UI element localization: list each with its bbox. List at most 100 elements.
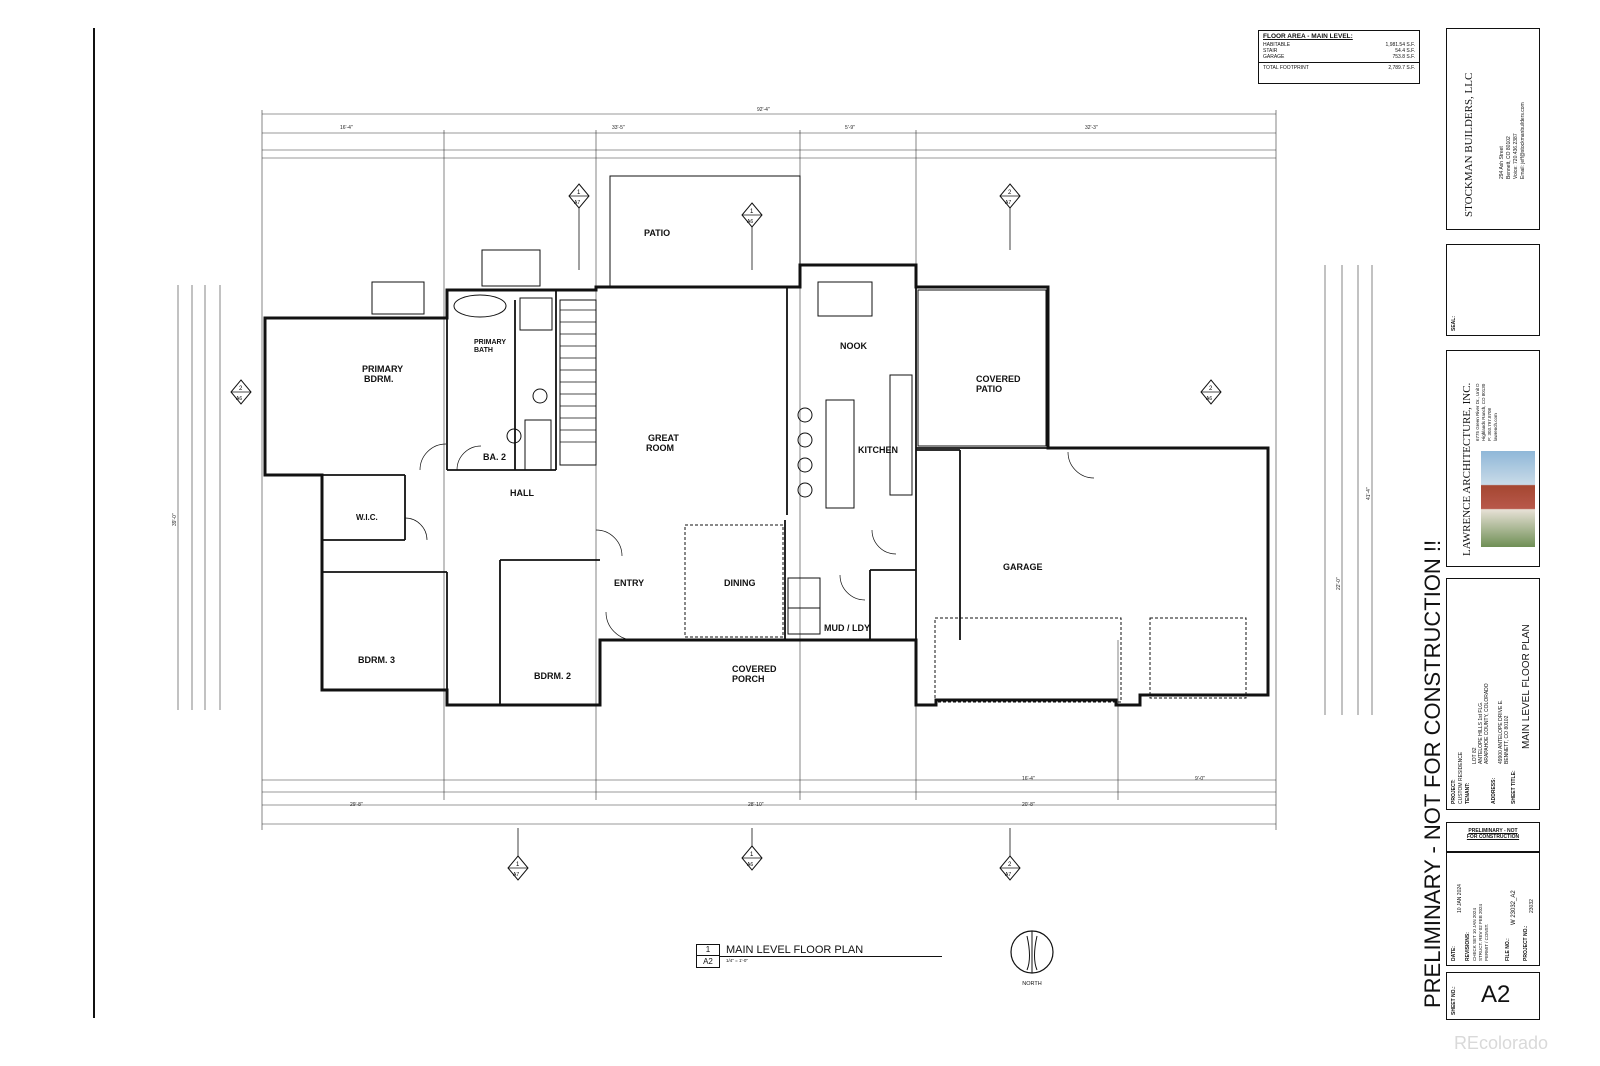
date-label: DATE: — [1451, 946, 1457, 961]
revision-line: PERMIT / CONST. — [1484, 923, 1489, 961]
area-total-value: 2,789.7 S.F. — [1388, 65, 1415, 71]
plan-number: 1 — [697, 945, 719, 956]
room-entry: ENTRY — [614, 578, 644, 588]
room-covered-patio-1: COVERED — [976, 374, 1021, 384]
room-labels: PATIO PRIMARY BDRM. PRIMARY BATH NOOK CO… — [356, 228, 1043, 684]
section-sheet: A7 — [1005, 872, 1011, 878]
project-no-label: PROJECT NO.: — [1523, 925, 1529, 961]
floor-area-table: FLOOR AREA - MAIN LEVEL: HABITABLE 1,981.… — [1258, 30, 1420, 84]
project-no-value: 23032 — [1529, 899, 1535, 913]
dimension-labels: 92'-4" 16'-4" 33'-5" 5'-9" 32'-3" 29'-8"… — [172, 107, 1372, 808]
revisions-label: REVISIONS: — [1465, 932, 1471, 961]
tenant-label: TENANT: — [1465, 782, 1471, 804]
area-value: 1,981.54 S.F. — [1385, 42, 1415, 48]
dimension-lines — [177, 110, 1373, 830]
room-garage: GARAGE — [1003, 562, 1043, 572]
architect-phone: P: 303.797.8708 — [1487, 407, 1492, 441]
section-num: 1 — [516, 862, 520, 868]
project-value: CUSTOM RESIDENCE — [1458, 751, 1464, 804]
section-num: 1 — [577, 190, 581, 196]
architect-address: 6775 Green River Dr., Unit D — [1475, 383, 1480, 441]
builder-city: Bennett, CO 80102 — [1506, 136, 1512, 179]
room-covered-porch-1: COVERED — [732, 664, 777, 674]
north-arrow-icon — [1010, 930, 1054, 974]
revision-line: CHECK SET 10 JAN 2024 — [1472, 908, 1477, 961]
revision-line: STRUCT. REV 02 FEB 2024 — [1478, 903, 1483, 961]
dim-top-mid: 33'-5" — [612, 125, 625, 131]
sheet-number: A2 — [1481, 981, 1511, 1008]
section-sheet: A6 — [747, 862, 753, 868]
patio-outline — [371, 175, 1247, 703]
room-bdrm3: BDRM. 3 — [358, 655, 395, 665]
section-num: 1 — [750, 852, 754, 858]
section-sheet: A7 — [513, 872, 519, 878]
area-total-label: TOTAL FOOTPRINT — [1263, 65, 1309, 71]
sheet-number-block: SHEET NO.: A2 — [1446, 972, 1540, 1020]
architect-web: lawrench.com — [1493, 413, 1498, 441]
room-hall: HALL — [510, 488, 534, 498]
north-arrow: NORTH — [1008, 928, 1056, 990]
plan-scale: 1/4" = 1'-0" — [726, 958, 748, 963]
address-line-2: BENNETT, CO 80102 — [1504, 715, 1510, 764]
seal-label: SEAL: — [1451, 316, 1457, 331]
room-covered-porch-2: PORCH — [732, 674, 765, 684]
section-mark: 2 A7 — [999, 855, 1021, 881]
area-value: 753.8 S.F. — [1392, 54, 1415, 60]
section-markers: 1 A7 1 A6 2 A7 2 A6 — [230, 183, 1222, 881]
revisions-block: DATE: 10 JAN 2024 REVISIONS: CHECK SET 1… — [1446, 852, 1540, 966]
north-label: NORTH — [1022, 981, 1042, 987]
architect-name: LAWRENCE ARCHITECTURE, INC. — [1461, 382, 1473, 556]
dim-garage-door-2: 9'-0" — [1195, 776, 1205, 782]
dim-garage-depth: 22'-0" — [1336, 577, 1342, 590]
county-line: ARAPAHOE COUNTY, COLORADO — [1484, 683, 1490, 764]
architect-block: LAWRENCE ARCHITECTURE, INC. 6775 Green R… — [1446, 350, 1540, 567]
stamp-block: PRELIMINARY - NOT FOR CONSTRUCTION — [1446, 822, 1540, 852]
file-value: W 23032_A2 — [1511, 890, 1517, 925]
area-label: HABITABLE — [1263, 42, 1291, 48]
door-swings — [404, 443, 1095, 641]
room-mud-ldy: MUD / LDY — [824, 623, 870, 633]
dim-top-right: 32'-3" — [1085, 125, 1098, 131]
section-mark: 2 A6 — [1200, 379, 1222, 405]
dim-right-depth: 41'-4" — [1366, 487, 1372, 500]
floor-area-title: FLOOR AREA - MAIN LEVEL: — [1263, 33, 1353, 40]
room-primary-bath-2: BATH — [474, 347, 493, 354]
sheet-border-left — [93, 28, 95, 1018]
section-mark: 2 A6 — [230, 379, 252, 405]
room-patio: PATIO — [644, 228, 670, 238]
section-num: 2 — [1008, 190, 1012, 196]
section-sheet: A6 — [1206, 396, 1212, 402]
section-mark: 1 A6 — [741, 202, 763, 228]
section-sheet: A7 — [1005, 200, 1011, 206]
project-info-block: PROJECT: CUSTOM RESIDENCE TENANT: LOT 82… — [1446, 578, 1540, 810]
section-cut-lines — [517, 208, 1011, 856]
plan-sheet-ref: A2 — [703, 957, 713, 966]
builder-phone: Voice: 720.436.2387 — [1513, 133, 1519, 179]
dim-bottom-right: 20'-8" — [1022, 802, 1035, 808]
room-kitchen: KITCHEN — [858, 445, 898, 455]
section-mark: 1 A6 — [741, 845, 763, 871]
section-sheet: A7 — [574, 200, 580, 206]
area-row: GARAGE 753.8 S.F. — [1259, 54, 1419, 60]
builder-block: STOCKMAN BUILDERS, LLC 294 Ash Street Be… — [1446, 28, 1540, 230]
builder-address: 294 Ash Street — [1499, 146, 1505, 179]
area-total-row: TOTAL FOOTPRINT 2,789.7 S.F. — [1259, 62, 1419, 71]
stamp-line-1: PRELIMINARY - NOT — [1468, 828, 1518, 834]
section-mark: 2 A7 — [999, 183, 1021, 209]
section-mark: 1 A7 — [507, 855, 529, 881]
dim-top-left: 16'-4" — [340, 125, 353, 131]
seal-block: SEAL: — [1446, 244, 1540, 336]
room-dining: DINING — [724, 578, 756, 588]
file-label: FILE NO.: — [1505, 938, 1511, 961]
dim-garage-door-1: 16'-4" — [1022, 776, 1035, 782]
room-nook: NOOK — [840, 341, 868, 351]
section-num: 2 — [1008, 862, 1012, 868]
dim-bottom-left: 29'-8" — [350, 802, 363, 808]
architect-city: Highlands Ranch, CO 80130 — [1481, 383, 1486, 441]
area-label: GARAGE — [1263, 54, 1285, 60]
room-primary-bdrm-2: BDRM. — [364, 374, 394, 384]
floor-plan: 92'-4" 16'-4" 33'-5" 5'-9" 32'-3" 29'-8"… — [172, 107, 1373, 881]
dim-overall-width: 92'-4" — [757, 107, 770, 113]
project-label: PROJECT: — [1451, 779, 1457, 804]
date-value: 10 JAN 2024 — [1457, 884, 1463, 913]
